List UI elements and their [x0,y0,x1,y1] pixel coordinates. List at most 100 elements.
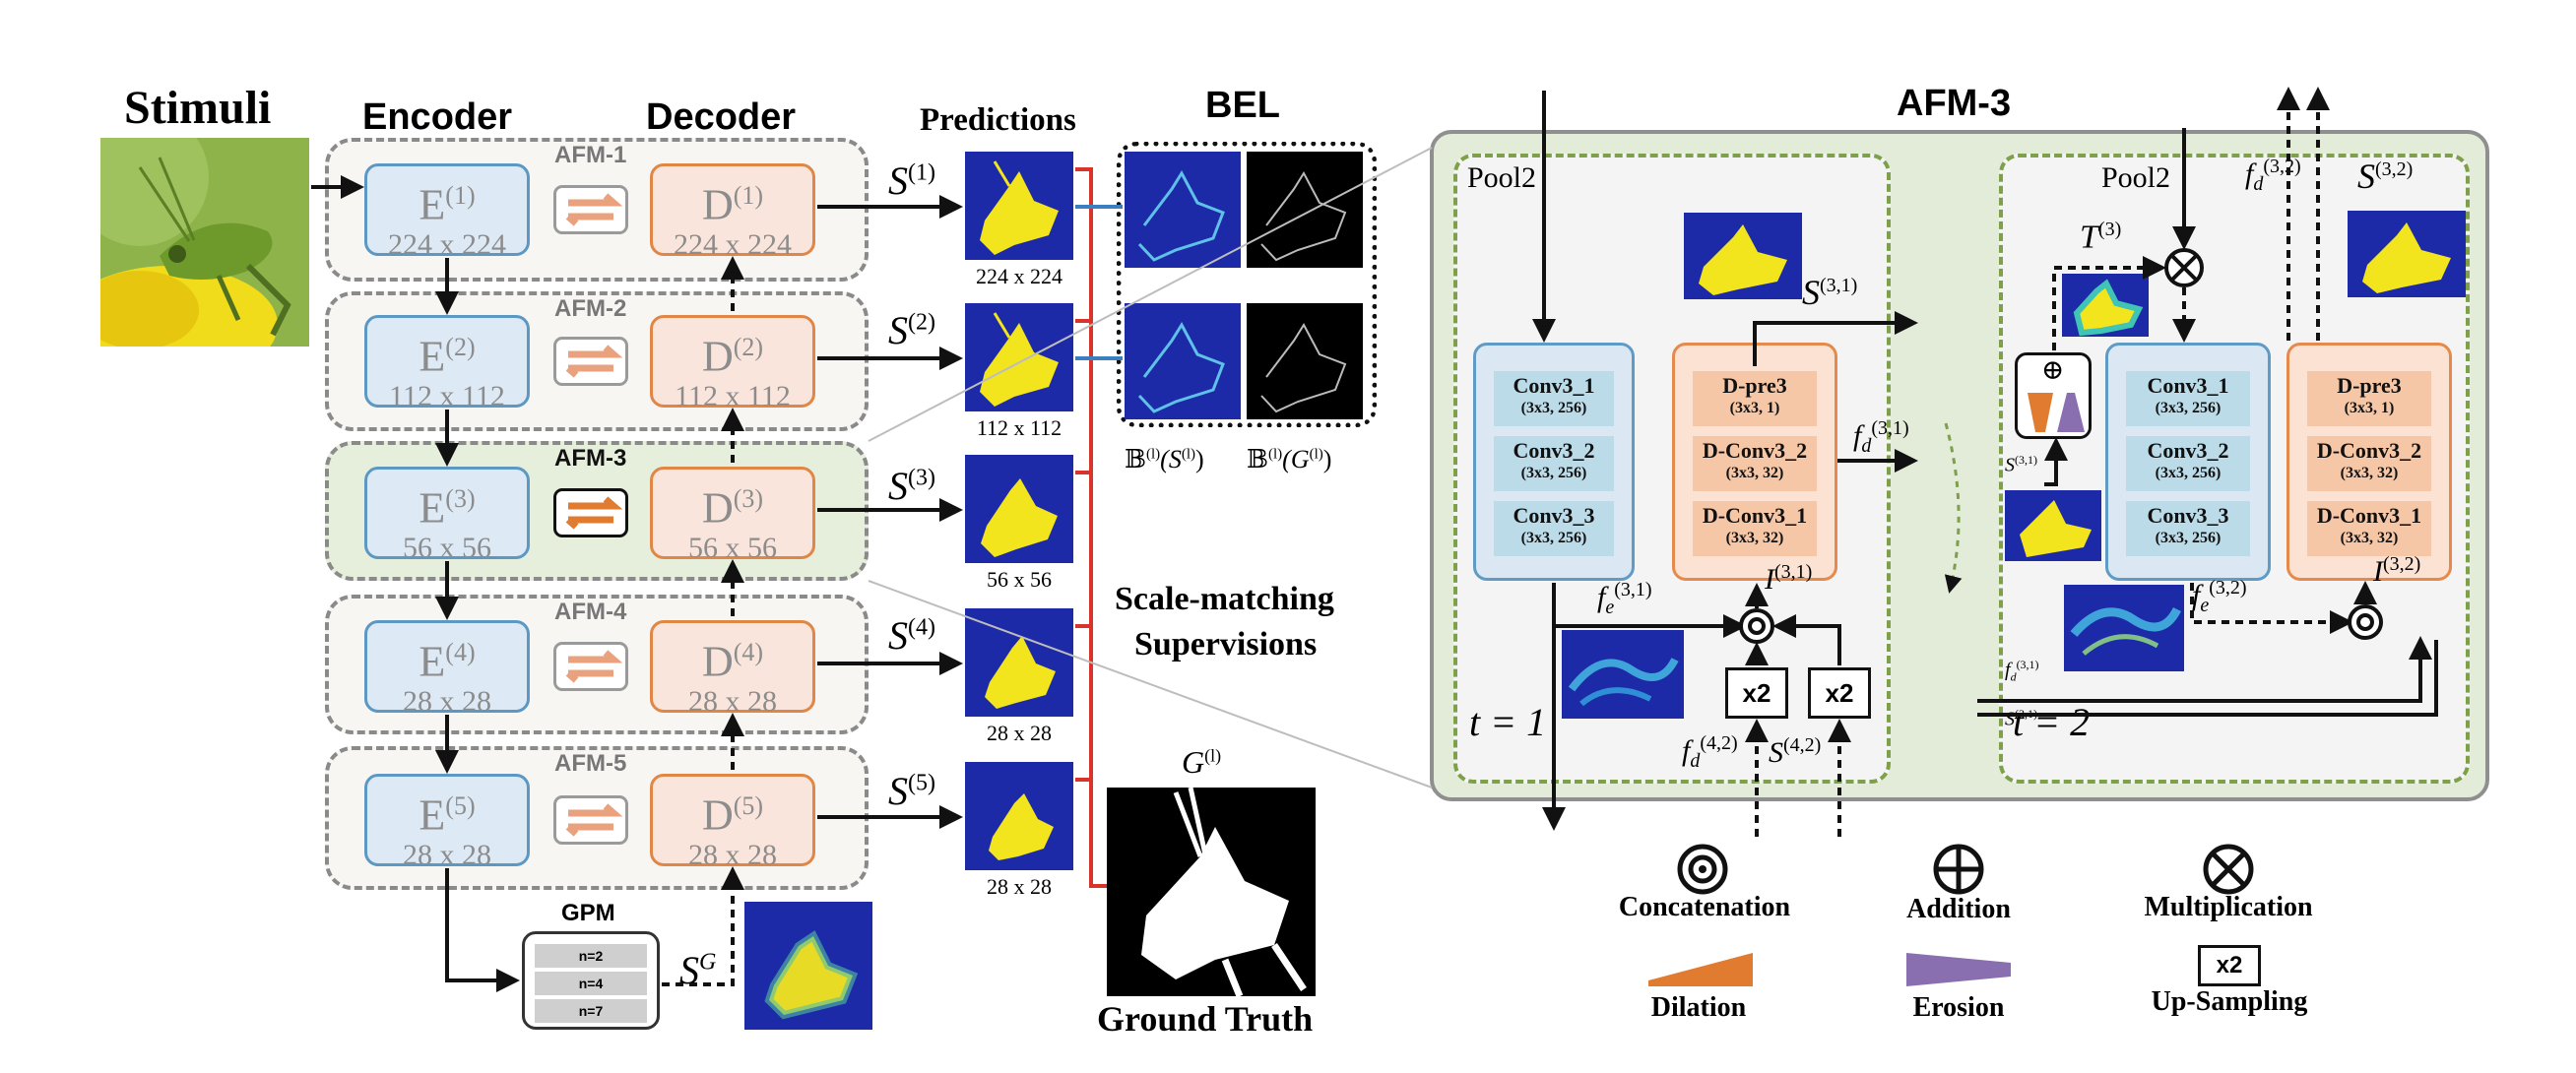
encoder-layer: Conv3_3(3x3, 256) [1494,501,1614,556]
prediction-size-2: 112 x 112 [976,415,1063,440]
decoder-title: Decoder [646,96,797,138]
swap-arrows-icon [553,185,628,234]
encoder-layer: Conv3_2(3x3, 256) [2126,436,2250,491]
gpm-title: GPM [561,900,615,926]
dilation-erosion-icons [2028,393,2085,432]
legend-multiplication: Multiplication [2144,892,2313,922]
encoder-index: (4) [445,638,476,666]
decoder-layer: D-pre3(3x3, 1) [2307,371,2431,426]
encoder-letter: E [419,483,446,533]
scale-matching-label: Scale-matching [1115,581,1334,617]
prediction-label-5: S(5) [888,769,935,813]
decoder-letter: D [701,180,734,229]
prediction-map-5 [965,762,1073,870]
bel-boundary-prediction-2 [1125,303,1241,419]
encoder-letter: E [419,790,446,840]
prediction-size-1: 224 x 224 [976,264,1063,288]
swap-arrows-icon [553,642,628,691]
stimuli-title: Stimuli [124,82,272,134]
afm3-encoder-t1: Conv3_1(3x3, 256) Conv3_2(3x3, 256) Conv… [1473,343,1635,581]
prediction-map-4 [965,608,1073,717]
prediction-map-2 [965,303,1073,411]
decoder-index: (5) [733,791,764,820]
legend-addition: Addition [1906,894,2011,924]
decoder-size: 112 x 112 [675,379,791,412]
encoder-size: 56 x 56 [403,531,491,564]
upsampling-icon: x2 [1725,667,1788,719]
encoder-layer: Conv3_1(3x3, 256) [1494,371,1614,426]
decoder-layer: D-Conv3_2(3x3, 32) [2307,436,2431,491]
afm3-refined-map-t3 [2062,274,2149,337]
i31-label: I(3,1) [1765,561,1813,596]
swap-arrows-icon [553,795,628,845]
encoder-layer: Conv3_1(3x3, 256) [2126,371,2250,426]
prediction-label-2: S(2) [888,308,935,352]
afm3-prediction-s31 [1684,213,1802,299]
encoder-index: (3) [445,484,476,513]
fd31-label: fd(3,1) [1853,417,1909,457]
decoder-letter: D [701,637,734,686]
fe32-label: fe(3,2) [2192,577,2247,616]
afm3-encoder-t2: Conv3_1(3x3, 256) Conv3_2(3x3, 256) Conv… [2105,343,2271,581]
predictions-title: Predictions [920,102,1076,138]
prediction-label-3: S(3) [888,464,935,508]
bel-title: BEL [1205,85,1280,126]
prediction-label-4: S(4) [888,613,935,658]
decoder-letter: D [701,483,734,533]
afm-4-label: AFM-4 [554,599,627,625]
decoder-index: (1) [733,181,764,210]
t2-label: t = 2 [2013,700,2091,744]
decoder-block-4: D(4) 28 x 28 [650,620,815,717]
decoder-layer: D-Conv3_1(3x3, 32) [2307,501,2431,556]
encoder-index: (5) [445,791,476,820]
ground-truth-image [1107,787,1316,998]
encoder-index: (2) [445,333,476,361]
decoder-index: (3) [733,484,764,513]
s42-label: S(4,2) [1769,734,1822,769]
global-prediction-label: SG [679,948,717,992]
addition-icon: ⊕ [2041,355,2065,386]
afm3-input-s31 [2005,490,2101,561]
decoder-index: (2) [733,333,764,361]
decoder-block-1: D(1) 224 x 224 [650,163,815,260]
decoder-size: 224 x 224 [674,227,792,261]
encoder-size: 112 x 112 [389,379,505,412]
encoder-letter: E [419,180,446,229]
afm3-feature-fe32 [2064,585,2184,671]
afm-2-label: AFM-2 [554,295,627,322]
afm3-feature-fe31 [1562,630,1684,719]
legend-upsampling: Up-Sampling [2151,986,2308,1017]
fe31-label: fe(3,1) [1597,579,1652,618]
decoder-letter: D [701,790,734,840]
decoder-size: 28 x 28 [688,838,777,871]
swap-arrows-icon [553,337,628,386]
encoder-size: 28 x 28 [403,684,491,718]
dilation-erosion-block: ⊕ [2015,352,2092,439]
gpm-level: n=7 [535,999,647,1023]
decoder-layer: D-Conv3_2(3x3, 32) [1693,436,1817,491]
s31-input-label: S(3,1) [2005,453,2037,476]
t1-label: t = 1 [1469,700,1547,744]
encoder-size: 28 x 28 [403,838,491,871]
encoder-letter: E [419,332,446,381]
afm3-prediction-s32 [2348,211,2466,297]
encoder-block-2: E(2) 112 x 112 [364,315,530,411]
prediction-size-4: 28 x 28 [987,721,1052,745]
fd32-label: fd(3,2) [2245,156,2301,195]
ground-truth-title: Ground Truth [1097,999,1314,1039]
decoder-size: 56 x 56 [688,531,777,564]
multiplication-icon [2203,844,2254,895]
prediction-label-1: S(1) [888,158,935,203]
dilation-icon [1648,953,1753,986]
prediction-size-3: 56 x 56 [987,567,1052,592]
decoder-block-5: D(5) 28 x 28 [650,774,815,870]
bel-formula-gt: 𝔹(l)(G(l)) [1247,445,1332,473]
legend-erosion: Erosion [1912,992,2005,1023]
afm-1-label: AFM-1 [554,142,627,168]
prediction-map-3 [965,455,1073,563]
i32-label: I(3,2) [2373,553,2421,588]
encoder-block-5: E(5) 28 x 28 [364,774,530,870]
global-prediction-map [744,902,872,1030]
encoder-letter: E [419,637,446,686]
decoder-layer: D-pre3(3x3, 1) [1693,371,1817,426]
